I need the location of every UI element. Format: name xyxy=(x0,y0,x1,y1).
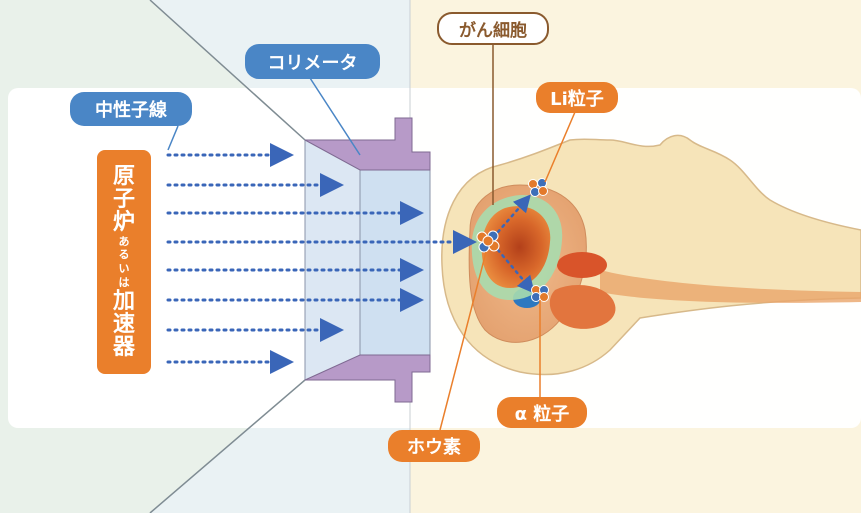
alpha-atom-icon xyxy=(531,285,549,302)
alpha-particle-label: α 粒子 xyxy=(497,397,587,428)
source-char: あ xyxy=(118,234,130,248)
source-char: 器 xyxy=(112,334,135,360)
source-char: 加 xyxy=(112,288,135,314)
tumor xyxy=(471,194,563,300)
reaction-paths xyxy=(496,194,535,294)
collimator xyxy=(304,117,431,403)
source-char: は xyxy=(118,275,130,289)
boron-label: ホウ素 xyxy=(388,430,480,462)
li-atom-icon xyxy=(528,178,548,197)
cancer-cell-label: がん細胞 xyxy=(437,12,549,45)
cone-edge-top xyxy=(149,0,306,141)
neutron-arrows xyxy=(166,143,477,374)
boron-atom-icon xyxy=(476,230,500,253)
source-char: い xyxy=(118,262,130,275)
source-char: 速 xyxy=(112,311,135,337)
leader-lines xyxy=(167,44,576,431)
source-char: 原 xyxy=(112,164,135,190)
collimator-label: コリメータ xyxy=(245,44,380,79)
source-char: 子 xyxy=(112,187,135,213)
source-label: 原 子 炉 あ る い は 加 速 器 xyxy=(97,150,151,374)
li-particle-label: Li粒子 xyxy=(536,82,618,113)
cone-edge-bottom xyxy=(149,379,306,513)
neutron-beam-label: 中性子線 xyxy=(70,92,192,126)
source-char: る xyxy=(118,248,130,262)
source-char: 炉 xyxy=(112,210,135,236)
